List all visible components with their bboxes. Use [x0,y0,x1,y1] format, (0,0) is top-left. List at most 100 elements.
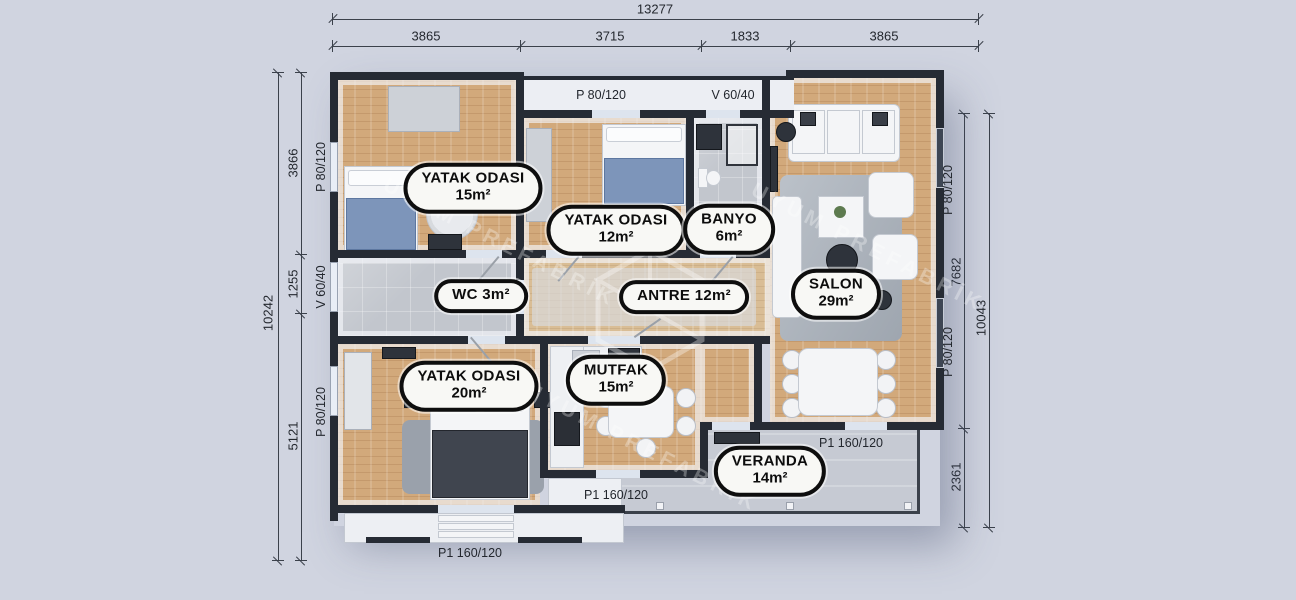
porch-step [438,523,514,530]
window-bedroom12-top [592,110,640,118]
door-opening-bedroom20 [468,336,505,344]
opening-label-right-upper: P 80/120 [941,165,955,215]
porch-step [438,515,514,522]
dining-chair [876,398,896,418]
room-label-bedroom15: YATAK ODASI 15m² [403,162,543,214]
room-label-bedroom20: YATAK ODASI 20m² [399,360,539,412]
opening-label-left-middle: V 60/40 [314,265,328,309]
room-name: WC 3m² [452,286,510,304]
bed-blanket [604,158,684,204]
room-name: YATAK ODASI [417,367,521,385]
dim-tick [272,72,284,73]
kitchen-passage-floor [700,344,754,422]
room-name: BANYO [701,210,757,228]
door-opening-porch [596,470,640,478]
dim-tick [790,40,791,52]
door-opening-entrance [438,505,514,513]
dim-tick [332,13,333,25]
room-name: MUTFAK [583,361,649,379]
dim-label: 1255 [285,269,301,299]
wall-bath-salon [762,78,770,258]
room-label-bedroom12: YATAK ODASI 12m² [546,204,686,256]
dim-tick [958,527,970,528]
window-bathroom-top [706,110,740,118]
room-name: YATAK ODASI [421,169,525,187]
dim-tick [958,428,970,429]
dim-label: 3865 [411,28,441,44]
sofa-cushion [827,110,860,154]
dim-label: 2361 [948,462,964,492]
room-label-hallway: ANTRE 12m² [619,280,749,314]
porch-wall-left [366,537,430,543]
window-wc [330,262,338,312]
room-name: VERANDA [731,452,809,470]
veranda-post [656,502,664,510]
wall-top-right [786,70,944,78]
opening-label-top-window: P 80/120 [576,88,626,102]
dim-label: 5121 [285,421,301,451]
room-label-bathroom: BANYO 6m² [683,203,775,255]
room-area: 6m² [715,227,743,245]
wall-notch-outer-line [516,76,794,80]
dining-chair [636,438,656,458]
dim-label: 3865 [869,28,899,44]
dim-label: 3715 [595,28,625,44]
porch-wall-right [518,537,582,543]
dim-tick [295,72,307,73]
dim-tick [958,113,970,114]
opening-label-left-upper: P 80/120 [314,142,328,192]
sofa-pillow [872,112,888,126]
shower [726,124,758,166]
room-label-wc: WC 3m² [434,279,528,313]
opening-label-veranda-door-left: P1 160/120 [584,488,648,502]
room-label-veranda: VERANDA 14m² [713,445,827,497]
wall-top-middle [516,110,794,118]
dim-label: 1833 [730,28,760,44]
dining-table [798,348,878,416]
dining-chair [676,388,696,408]
dim-tick [983,113,995,114]
room-name: YATAK ODASI [564,211,668,229]
wardrobe [388,86,460,132]
dim-tick [272,560,284,561]
dim-tick [295,313,307,314]
wall-b12-bath [686,118,694,258]
door-opening-veranda-left [712,422,750,430]
armchair [872,234,918,280]
porch-step [438,531,514,538]
dining-chair [676,416,696,436]
room-area: 15m² [455,186,491,204]
room-name: SALON [809,275,863,293]
dim-label: 3866 [285,148,301,178]
dresser [382,347,416,359]
washing-machine [696,124,722,150]
armchair [868,172,914,218]
room-label-kitchen: MUTFAK 15m² [565,354,667,406]
dim-tick [295,254,307,255]
nightstand [428,234,462,250]
room-label-livingroom: SALON 29m² [791,268,881,320]
room-area: 20m² [451,384,487,402]
room-area: 12m² [598,228,634,246]
wall-notch-band [516,80,794,110]
opening-label-right-lower: P 80/120 [941,327,955,377]
dim-tick [983,527,995,528]
wall-hall-bottom [338,336,770,344]
veranda-post [904,502,912,510]
veranda-edge-bottom [596,511,920,514]
side-table [776,122,796,142]
dim-tick [520,40,521,52]
sofa-pillow [800,112,816,126]
dim-line [332,46,978,47]
dim-label-total-width: 13277 [636,1,674,17]
wall-dining-bottom [700,422,944,430]
wall-top-left [330,72,524,80]
dim-line [989,113,990,527]
veranda-edge-right [917,430,920,514]
room-area: 15m² [598,378,634,396]
dim-tick [295,560,307,561]
oven [554,412,580,446]
wc-floor [338,258,516,336]
wardrobe [344,352,372,430]
